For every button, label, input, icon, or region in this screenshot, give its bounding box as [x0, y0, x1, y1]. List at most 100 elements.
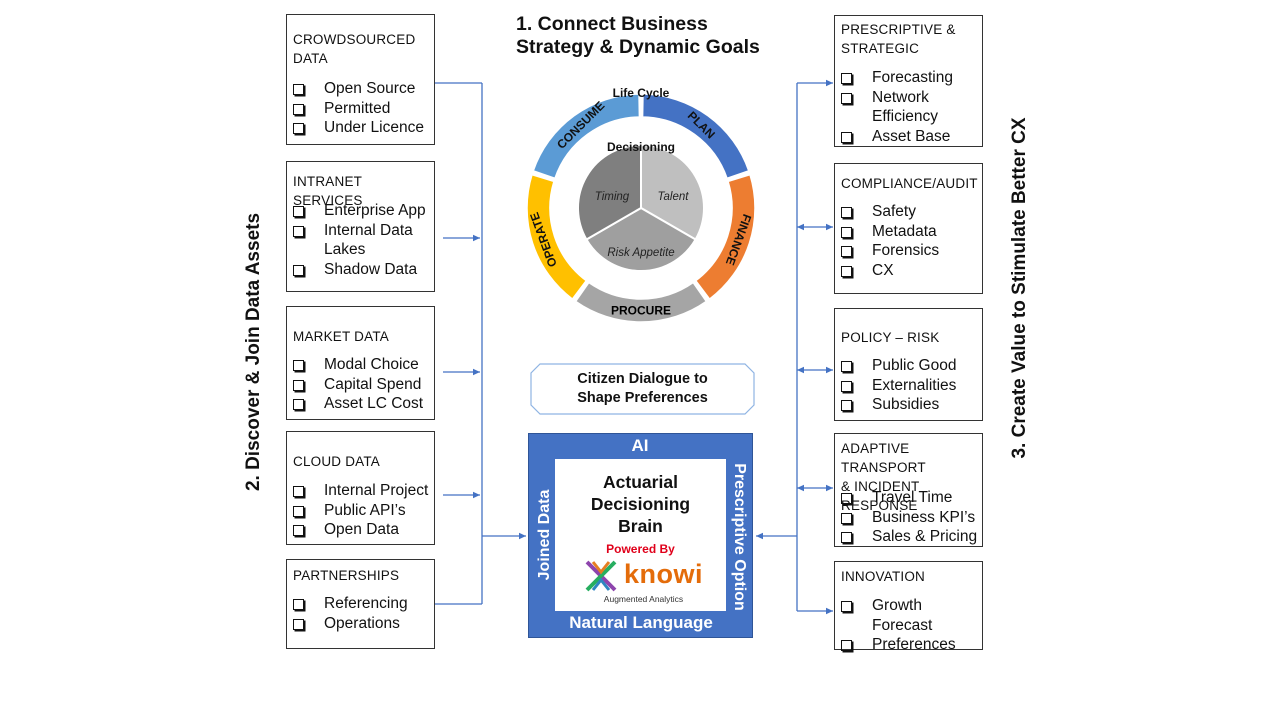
list-item: Public Good: [841, 356, 978, 376]
list-item-label: Permitted: [324, 99, 391, 117]
list-item-label: Metadata: [872, 222, 937, 240]
list-item: Growth Forecast: [841, 596, 978, 635]
list-item: Operations: [293, 614, 430, 634]
list-item-label: Preferences: [872, 636, 956, 653]
lifecycle-segment-consume: [532, 93, 641, 180]
lifecycle-segment-finance: [694, 173, 756, 301]
list-item-label: Referencing: [324, 595, 408, 612]
checkbox-bullet-icon: [293, 225, 304, 237]
box-title: PRESCRIPTIVE &STRATEGIC: [841, 22, 956, 56]
list-item: Modal Choice: [293, 355, 430, 375]
list-item-label: Public API’s: [324, 501, 406, 519]
lifecycle-title: Life Cycle: [613, 86, 670, 100]
list-item-label: Externalities: [872, 376, 957, 394]
list-item: Network Efficiency: [841, 88, 978, 127]
list-item: Business KPI’s: [841, 508, 978, 528]
checkbox-bullet-icon: [841, 265, 852, 277]
decisioning-slice-timing: [577, 143, 642, 241]
list-item-label: Capital Spend: [324, 375, 422, 393]
box-title: INNOVATION: [841, 569, 926, 584]
list-item: Asset Base: [841, 127, 978, 147]
checkbox-bullet-icon: [841, 380, 852, 392]
list-item: Permitted: [293, 99, 430, 119]
brain-label-natural-language: Natural Language: [569, 613, 713, 632]
lifecycle-segment-procure: [574, 281, 708, 323]
checkbox-bullet-icon: [293, 618, 304, 630]
knowi-logo-icon: [585, 560, 617, 592]
step1-heading: 1. Connect Business Strategy & Dynamic G…: [516, 13, 760, 58]
list-item-label: Asset LC Cost: [324, 395, 424, 412]
box-title: COMPLIANCE/AUDIT: [841, 176, 978, 191]
checkbox-bullet-icon: [841, 512, 852, 524]
checkbox-bullet-icon: [293, 123, 304, 134]
decisioning-title: Decisioning: [607, 140, 675, 154]
box-title: CLOUD DATA: [293, 454, 381, 469]
checkbox-bullet-icon: [841, 493, 852, 504]
checkbox-bullet-icon: [841, 532, 852, 543]
decisioning-label-talent: Talent: [658, 191, 690, 203]
checkbox-bullet-icon: [293, 360, 304, 371]
list-item-label: Shadow Data: [324, 260, 418, 278]
list-item: Metadata: [841, 222, 978, 242]
list-item: Travel Time: [841, 488, 978, 508]
checkbox-bullet-icon: [841, 640, 852, 651]
box-title: PARTNERSHIPS: [293, 568, 400, 583]
box-title: ADAPTIVE TRANSPORT& INCIDENT RESPONSE: [841, 441, 926, 513]
list-item: Safety: [841, 202, 978, 222]
list-item-label: Open Source: [324, 80, 416, 97]
checkbox-bullet-icon: [293, 103, 304, 115]
checkbox-bullet-icon: [841, 92, 852, 104]
list-item-label: Forensics: [872, 242, 940, 259]
list-item: Internal Data Lakes: [293, 221, 430, 260]
checkbox-bullet-icon: [293, 264, 304, 276]
list-item: Shadow Data: [293, 260, 430, 280]
list-item: Internal Project: [293, 481, 430, 501]
list-item-label: Subsidies: [872, 396, 940, 413]
list-item-label: Travel Time: [872, 489, 953, 506]
list-item: Subsidies: [841, 395, 978, 415]
checkbox-bullet-icon: [293, 599, 304, 610]
list-item-label: Under Licence: [324, 119, 424, 136]
list-item-label: Business KPI’s: [872, 508, 976, 526]
decisioning-slice-talent: [640, 143, 705, 241]
checkbox-bullet-icon: [841, 361, 852, 372]
dialogue-frame: [530, 363, 755, 415]
list-item: Capital Spend: [293, 375, 430, 395]
list-item: Open Data: [293, 520, 430, 540]
lifecycle-label-procure: PROCURE: [611, 304, 671, 318]
knowi-logo-tagline: Augmented Analytics: [603, 594, 684, 604]
knowi-logo-word: knowi: [624, 559, 704, 589]
list-item-label: Public Good: [872, 357, 957, 374]
lifecycle-segment-plan: [641, 93, 750, 180]
checkbox-bullet-icon: [293, 399, 304, 410]
list-item-label: Modal Choice: [324, 356, 419, 373]
list-item: Forensics: [841, 241, 978, 261]
checkbox-bullet-icon: [841, 601, 852, 612]
list-item: Open Source: [293, 79, 430, 99]
list-item: CX: [841, 261, 978, 281]
box-title: MARKET DATA: [293, 329, 389, 344]
checkbox-bullet-icon: [841, 73, 852, 84]
list-item: Public API’s: [293, 501, 430, 521]
list-item-label: Operations: [324, 614, 400, 632]
list-item-label: CX: [872, 261, 894, 279]
actuarial-brain-panel: [555, 459, 726, 611]
checkbox-bullet-icon: [293, 206, 304, 217]
decisioning-label-risk-appetite: Risk Appetite: [607, 247, 674, 259]
list-item-label: Enterprise App: [324, 202, 426, 219]
powered-by-label: Powered By: [606, 542, 675, 556]
step3-vertical-heading: 3. Create Value to Stimulate Better CX: [1009, 117, 1030, 459]
box-title: INTRANET SERVICES: [293, 174, 363, 208]
list-item-label: Network Efficiency: [872, 88, 939, 126]
checkbox-bullet-icon: [293, 379, 304, 391]
checkbox-bullet-icon: [841, 246, 852, 257]
list-item: Referencing: [293, 594, 430, 614]
brain-label-prescriptive-option: Prescriptive Option: [731, 463, 748, 611]
